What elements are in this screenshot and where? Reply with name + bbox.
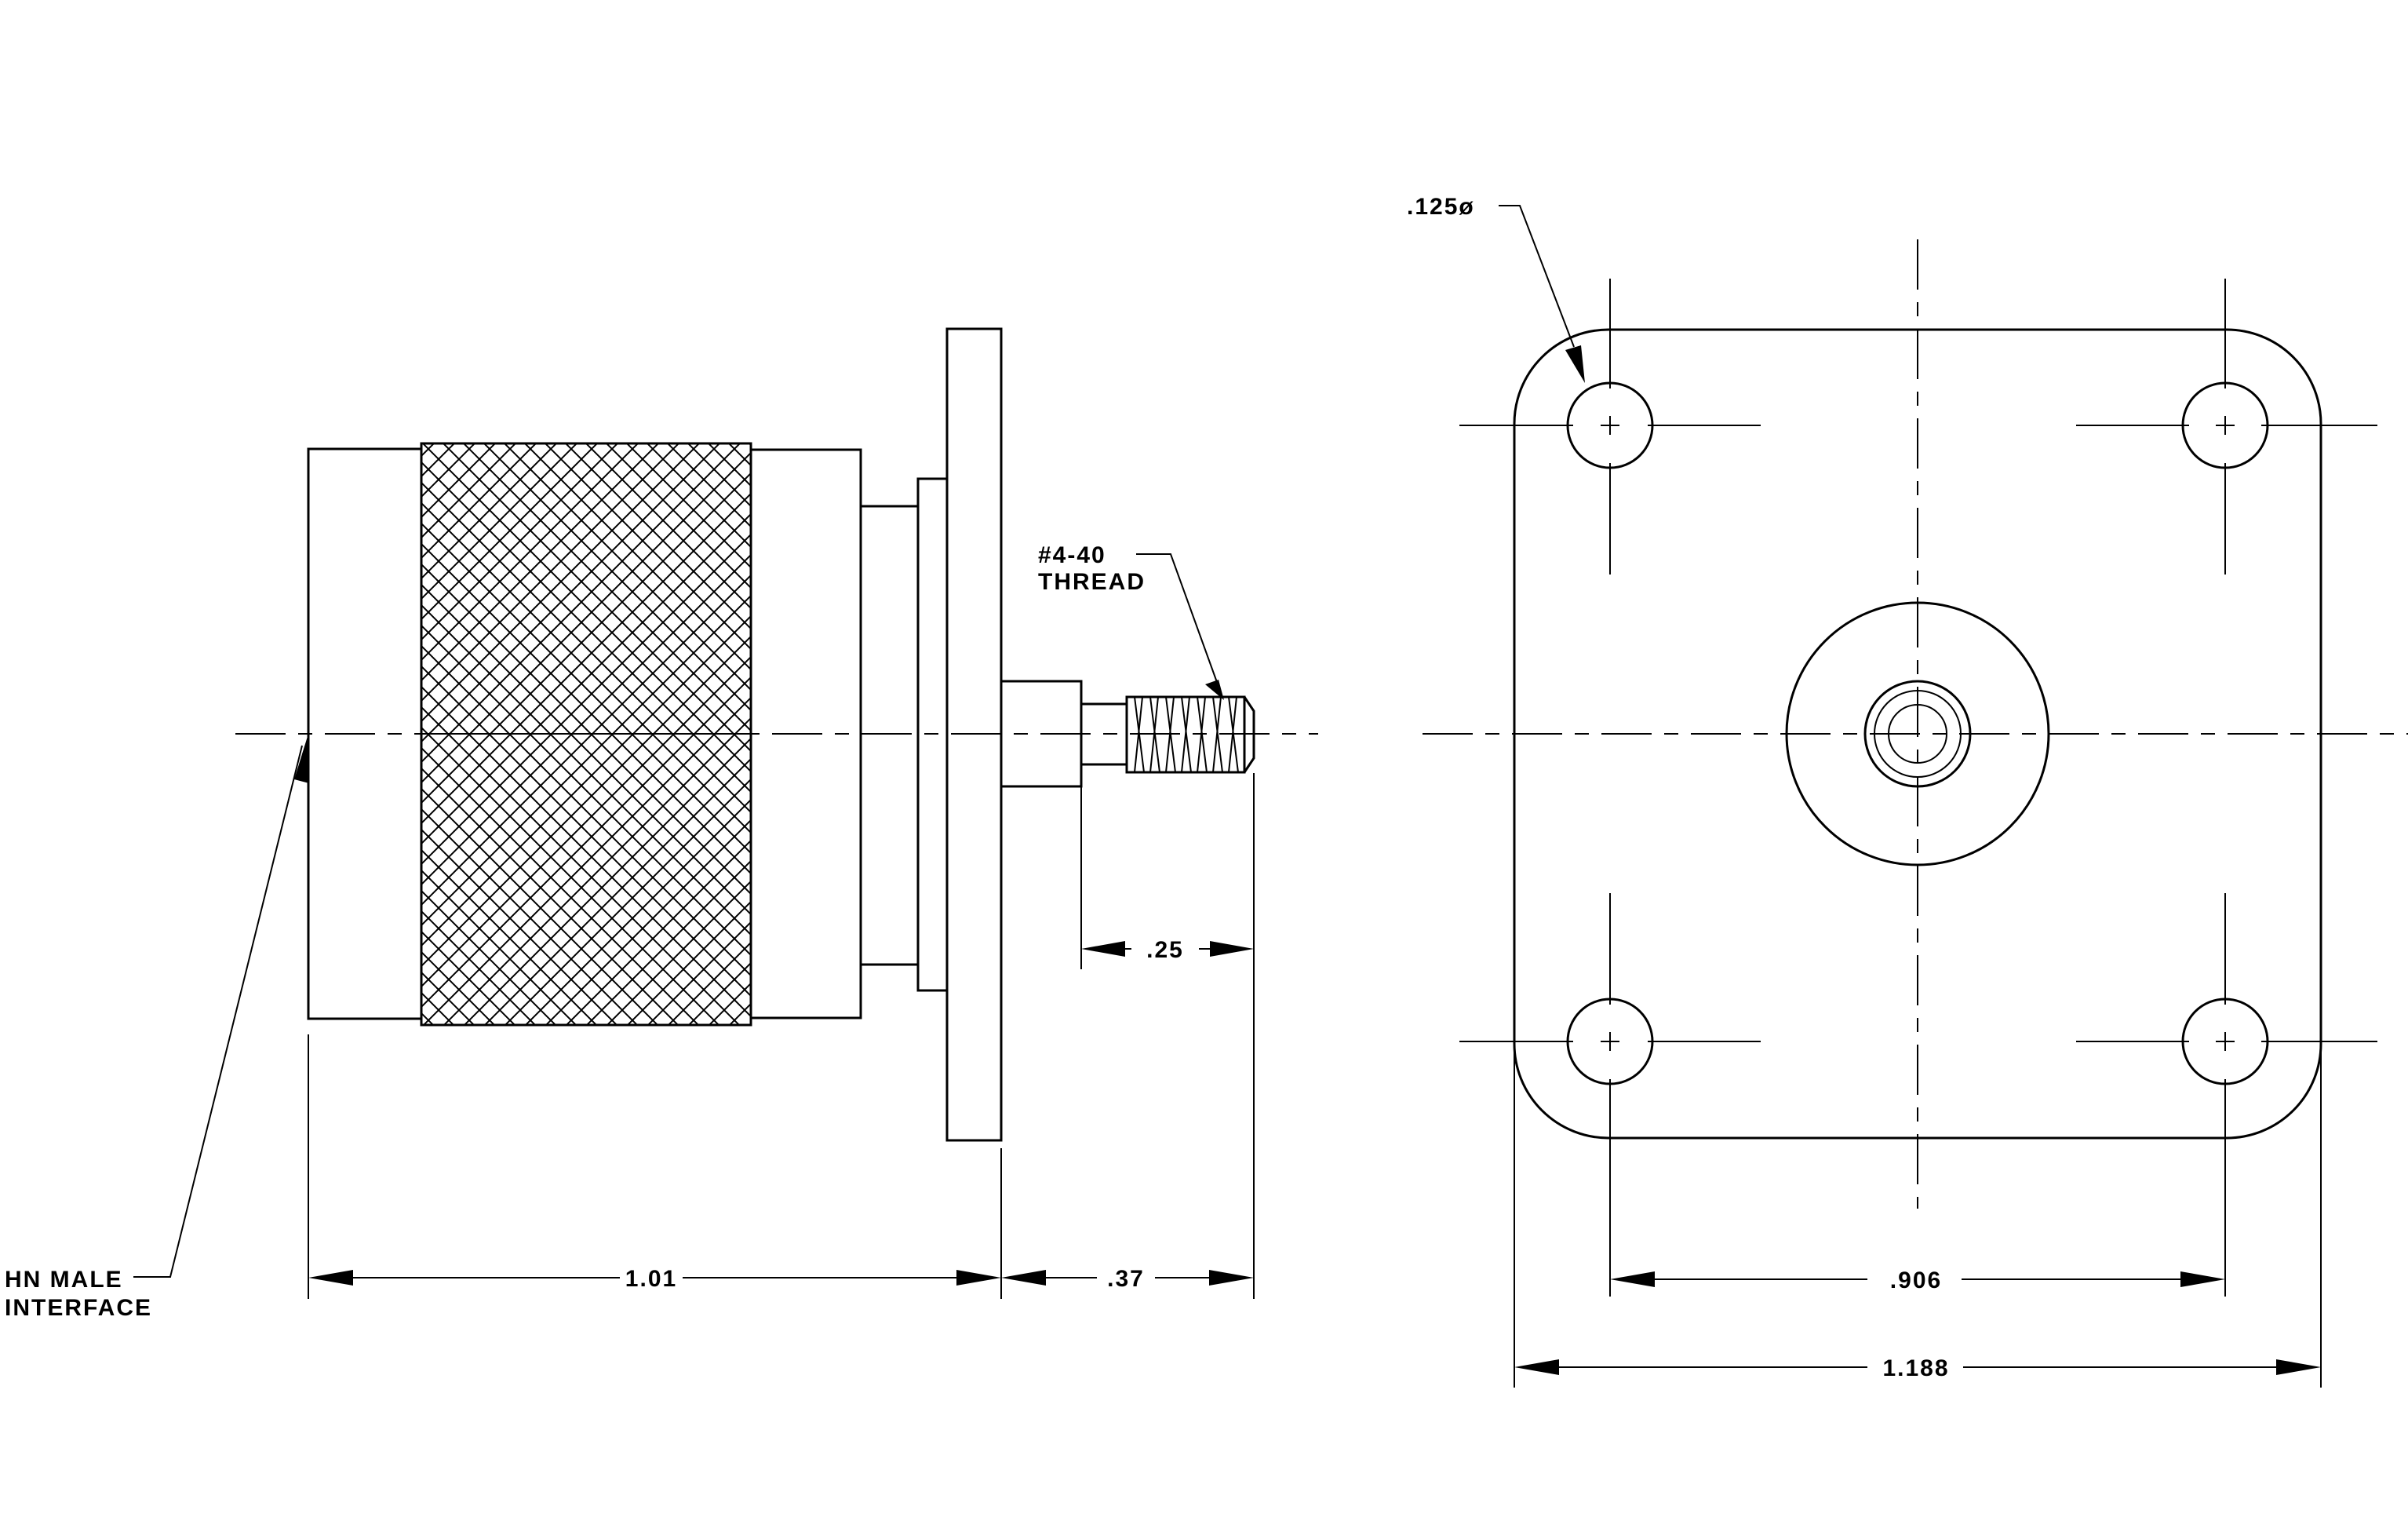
dim-flange-width: 1.188 [1514, 1355, 2321, 1381]
front-view: .906 1.188 .125ø [1407, 194, 2408, 1388]
dim-body-length: 1.01 [308, 1266, 1001, 1292]
dim-thread-length: .25 [1081, 937, 1254, 963]
leader-hn-interface: HN MALE INTERFACE [5, 734, 309, 1321]
dim-hole-spacing-label: .906 [1890, 1268, 1942, 1293]
center-boss-front [1785, 601, 2050, 866]
mounting-hole-top-left [1459, 279, 1761, 574]
label-interface: INTERFACE [5, 1295, 152, 1321]
threaded-stud [1125, 695, 1255, 774]
label-hole-diameter: .125ø [1407, 194, 1475, 220]
dim-hole-spacing: .906 [1610, 1268, 2225, 1293]
dim-thread-length-label: .25 [1146, 937, 1184, 963]
mounting-hole-top-right [2076, 279, 2377, 574]
dim-stud-length: .37 [1001, 1266, 1254, 1292]
dim-stud-length-label: .37 [1107, 1266, 1145, 1292]
side-view: 1.01 .37 .25 HN MALE INTERFACE [5, 327, 1318, 1321]
mounting-hole-bottom-right [2076, 893, 2377, 1297]
leader-hole-diameter: .125ø [1407, 194, 1585, 383]
label-thread-size: #4-40 [1038, 542, 1106, 568]
neck [859, 505, 920, 966]
label-hn-male: HN MALE [5, 1267, 123, 1293]
dim-body-length-label: 1.01 [625, 1266, 677, 1292]
label-thread: THREAD [1038, 569, 1146, 595]
mounting-hole-bottom-left [1459, 893, 1761, 1297]
leader-thread: #4-40 THREAD [1038, 542, 1224, 700]
dim-flange-width-label: 1.188 [1882, 1355, 1949, 1381]
